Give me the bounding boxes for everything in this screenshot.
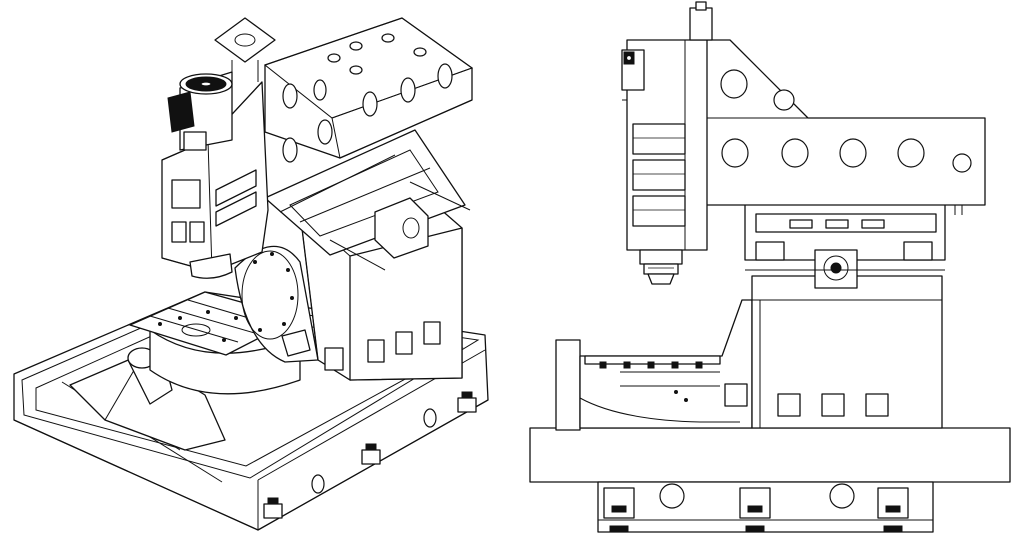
iso-table-center-bore — [181, 323, 211, 337]
side-beam-hole — [720, 69, 748, 99]
side-base — [529, 427, 1011, 533]
isometric-view — [13, 17, 489, 531]
iso-disc-bracket — [281, 329, 311, 357]
side-column-pocket-1 — [777, 393, 801, 417]
side-base-pocket-3 — [877, 487, 909, 519]
side-spindle-motor — [621, 49, 645, 101]
iso-ballscrew-block — [374, 197, 429, 259]
iso-spindle-motor — [167, 71, 233, 151]
iso-beam-hole — [282, 83, 298, 109]
iso-pocket-3 — [423, 321, 441, 345]
side-spindle-head — [621, 1, 713, 285]
side-column-pocket-2 — [821, 393, 845, 417]
side-base-hole-2 — [829, 483, 855, 509]
side-table-bracket — [724, 383, 748, 407]
iso-leveling-foot-3 — [457, 391, 477, 413]
iso-pocket-2 — [395, 331, 413, 355]
iso-leveling-foot-2 — [361, 443, 381, 465]
iso-spindle-nose — [189, 253, 233, 279]
side-foot-3 — [883, 525, 903, 533]
side-foot-1 — [609, 525, 629, 533]
side-spindle-nose — [639, 249, 683, 285]
iso-leveling-foot-1 — [263, 497, 283, 519]
iso-top-plate — [214, 17, 276, 63]
side-tilting-table — [555, 299, 753, 431]
side-base-hole-1 — [659, 483, 685, 509]
side-column — [751, 275, 943, 429]
side-elevation-view — [529, 1, 1011, 533]
side-base-pocket-2 — [739, 487, 771, 519]
iso-motor-terminal-box — [167, 91, 195, 133]
side-saddle — [744, 203, 946, 289]
iso-cross-beam — [263, 17, 474, 163]
side-foot-2 — [745, 525, 765, 533]
side-cross-beam — [705, 39, 986, 215]
iso-base-hole-1 — [311, 474, 325, 494]
iso-base-hole-2 — [423, 408, 437, 428]
iso-spindle-head — [161, 17, 276, 279]
iso-pocket-1 — [367, 339, 385, 363]
iso-saddle — [264, 129, 471, 271]
side-column-pocket-3 — [865, 393, 889, 417]
side-base-pocket-1 — [603, 487, 635, 519]
